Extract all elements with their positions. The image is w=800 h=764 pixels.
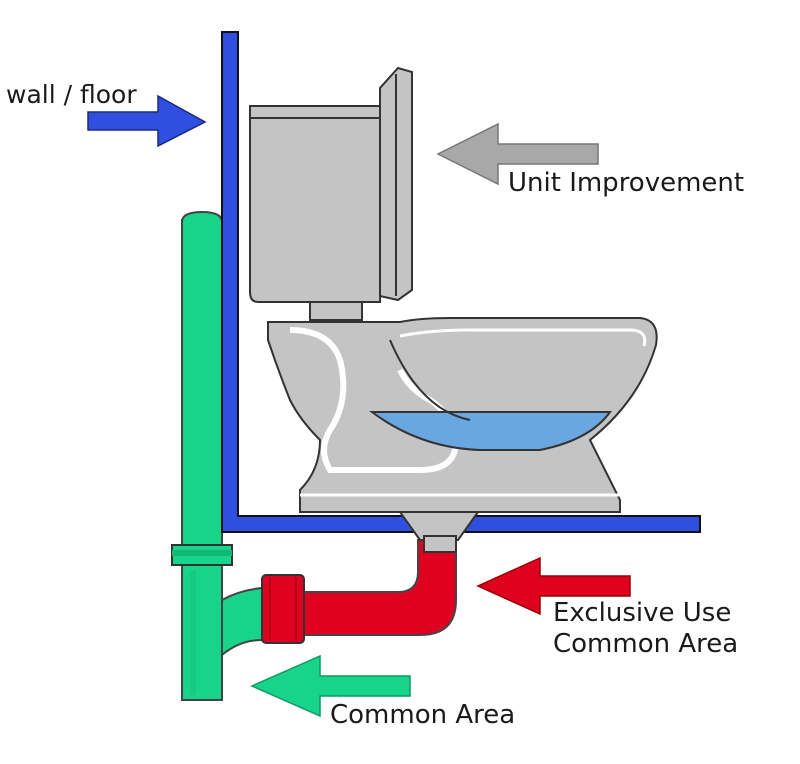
red-elbow-pipe — [299, 539, 457, 636]
toilet — [249, 66, 658, 553]
wall-floor-arrow — [87, 94, 207, 148]
green-pipe-top — [181, 210, 223, 223]
toilet-tank — [249, 111, 387, 303]
green-tee-branch — [221, 586, 263, 658]
wall-floor-line — [221, 31, 701, 533]
common-area-arrow — [250, 654, 411, 718]
unit-improvement-arrow — [436, 122, 599, 186]
toilet-flange — [398, 511, 480, 541]
exclusive-use-label-line1: Exclusive Use — [553, 598, 732, 628]
exclusive-use-arrow — [476, 556, 631, 616]
tank-bowl-connector — [309, 301, 363, 321]
exclusive-use-label-line2: Common Area — [553, 629, 739, 659]
exclusive-use-pipe — [261, 539, 457, 644]
bowl-water — [368, 411, 612, 451]
unit-improvement-label: Unit Improvement — [508, 168, 745, 198]
common-area-label: Common Area — [330, 700, 516, 730]
exclusive-use-label: Exclusive Use Common Area — [553, 598, 738, 660]
red-coupling — [261, 574, 305, 644]
toilet-tank-lid — [249, 105, 393, 119]
green-stack-pipe — [181, 219, 223, 701]
common-area-pipe — [171, 210, 263, 701]
wall-floor-label: wall / floor — [6, 80, 137, 109]
